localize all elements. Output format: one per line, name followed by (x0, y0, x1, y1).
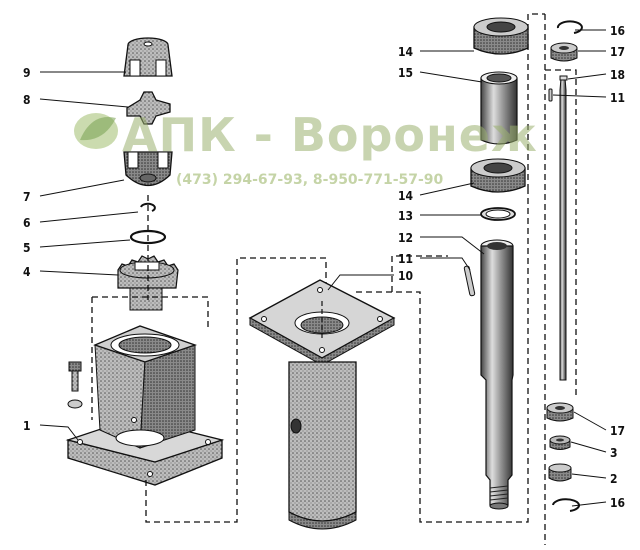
dashed-guide-right (527, 13, 577, 545)
watermark-title: АПК - Воронеж (122, 108, 538, 162)
part-14-bearing-top (473, 17, 529, 55)
watermark-phone: (473) 294-67-93, 8-950-771-57-90 (176, 172, 444, 188)
callout-13: 13 (398, 209, 413, 223)
part-15-sleeve (480, 71, 518, 145)
leader-lines (39, 29, 607, 507)
callout-4: 4 (23, 265, 31, 279)
part-1-base-housing (65, 325, 225, 486)
callout-9: 9 (23, 66, 31, 80)
part-7-coupling-half (123, 151, 173, 187)
callout-labels: 9 8 7 6 5 4 1 10 14 15 14 13 12 11 16 17… (23, 24, 625, 510)
callout-5: 5 (23, 241, 31, 255)
bolt-and-washer (67, 361, 83, 409)
part-14-bearing-bottom (470, 158, 526, 193)
callout-3: 3 (610, 446, 618, 460)
callout-10: 10 (398, 269, 413, 283)
callout-2: 2 (610, 472, 618, 486)
callout-17-top: 17 (610, 45, 625, 59)
callout-18: 18 (610, 68, 625, 82)
dashed-guide-center-right (356, 190, 529, 523)
part-16-circlip-top (556, 20, 583, 34)
callout-14-top: 14 (398, 45, 414, 59)
green-leaf-logo-icon (74, 113, 118, 149)
part-2-nut (548, 463, 572, 482)
dashed-guide-left (91, 195, 209, 420)
part-17-bearing-bottom (546, 402, 574, 422)
callout-16-bottom: 16 (610, 496, 625, 510)
part-4-sprocket (117, 255, 179, 311)
part-11-key-small (548, 88, 553, 102)
part-10-support-tube (248, 279, 396, 530)
part-8-star-insert (126, 91, 171, 125)
callout-8: 8 (23, 93, 31, 107)
callout-17-bottom: 17 (610, 424, 625, 438)
part-9-coupling-half (123, 37, 173, 77)
watermark: АПК - Воронеж (473) 294-67-93, 8-950-771… (74, 108, 538, 188)
part-17-bearing-top (550, 42, 578, 62)
part-12-main-shaft (480, 239, 514, 510)
callout-7: 7 (23, 190, 31, 204)
part-18-thin-shaft (559, 75, 568, 381)
part-11-key (463, 265, 476, 297)
callout-15: 15 (398, 66, 413, 80)
callout-11-right: 11 (610, 91, 625, 105)
callout-11-left: 11 (398, 252, 413, 266)
callout-1: 1 (23, 419, 31, 433)
part-6-circlip (140, 202, 156, 212)
part-3-bushing (549, 435, 571, 450)
part-13-ring (480, 207, 516, 221)
callout-12: 12 (398, 231, 413, 245)
part-16-circlip-bottom (552, 498, 580, 512)
callout-16-top: 16 (610, 24, 625, 38)
callout-14-bottom: 14 (398, 189, 414, 203)
dashed-guide-bottom-left (145, 257, 327, 523)
callout-6: 6 (23, 216, 31, 230)
